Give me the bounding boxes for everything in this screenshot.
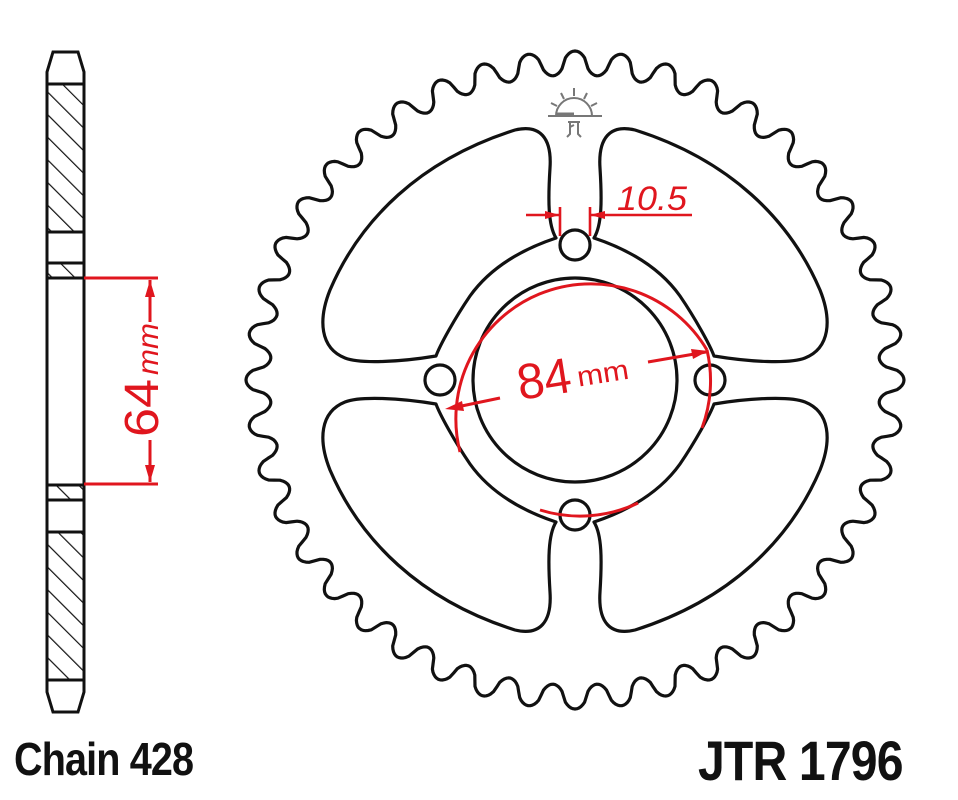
pcd-arc-right xyxy=(700,349,712,429)
offset-dimension-unit: mm xyxy=(132,323,165,375)
part-number-label: JTR 1796 xyxy=(698,729,903,792)
bolt-hole-dimension: 10.5 xyxy=(526,180,692,236)
hatch-section-upper-small xyxy=(47,263,84,278)
sprocket-teeth-outline xyxy=(244,49,906,711)
offset-dimension: 64 mm xyxy=(84,276,169,486)
bolt-hole-left xyxy=(423,363,457,397)
side-profile-view xyxy=(45,50,86,714)
sprocket-front-view xyxy=(244,49,906,711)
hatch-section-bottom xyxy=(47,532,84,680)
pcd-dimension-value: 84 xyxy=(513,347,575,411)
bolt-hole-top xyxy=(558,228,592,262)
bolt-hole-dimension-value: 10.5 xyxy=(617,180,687,218)
pcd-dimension-unit: mm xyxy=(575,354,631,393)
jt-sun-logo-icon xyxy=(548,88,602,138)
cutout-top-left xyxy=(321,127,558,364)
cutout-bottom-left xyxy=(321,396,558,633)
cutout-top-right xyxy=(592,127,829,364)
chain-size-label: Chain 428 xyxy=(14,733,194,785)
hatch-section-top xyxy=(47,84,84,232)
pcd-arc-main xyxy=(454,282,709,453)
hatch-section-lower-small xyxy=(47,485,84,500)
pcd-dimension: 84 mm xyxy=(445,282,712,518)
center-bore xyxy=(471,276,679,484)
pcd-arc-bottom xyxy=(539,501,639,518)
offset-dimension-value: 64 xyxy=(116,379,169,437)
cutout-bottom-right xyxy=(592,396,829,633)
